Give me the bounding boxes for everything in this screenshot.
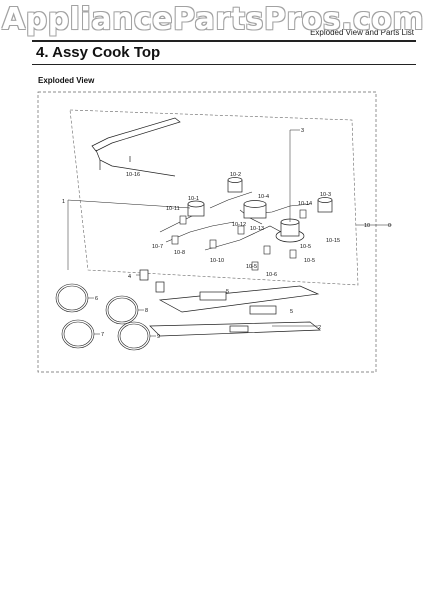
manifold-pipe bbox=[91, 117, 181, 177]
callout-10-12: 10-12 bbox=[232, 222, 246, 228]
coiled-wire-6 bbox=[55, 283, 89, 313]
callout-10-5-c: 10-5 bbox=[246, 264, 257, 270]
coiled-wire-7 bbox=[61, 319, 95, 349]
subheading-exploded-view: Exploded View bbox=[38, 76, 95, 85]
callout-7: 7 bbox=[101, 332, 104, 338]
callout-10-7: 10-7 bbox=[152, 244, 163, 250]
callout-5-top: 5 bbox=[226, 289, 229, 295]
cooktop-bracket-rail bbox=[149, 285, 321, 337]
callout-10-15: 10-15 bbox=[326, 238, 340, 244]
outer-dashed-boundary bbox=[37, 91, 377, 373]
callout-9: 9 bbox=[157, 334, 160, 340]
leader-lines bbox=[67, 129, 392, 337]
fitting-parts bbox=[171, 209, 307, 271]
callout-1: 1 bbox=[62, 199, 65, 205]
main-burner-valve bbox=[275, 218, 305, 243]
coiled-wire-9 bbox=[117, 321, 151, 351]
callout-4: 4 bbox=[128, 274, 131, 280]
callout-10-1: 10-1 bbox=[188, 196, 199, 202]
burner-valve-10-4 bbox=[243, 200, 267, 219]
section-title: 4. Assy Cook Top bbox=[36, 44, 161, 61]
callout-10-2: 10-2 bbox=[230, 172, 241, 178]
clip-part-4 bbox=[139, 269, 165, 293]
callout-10-6: 10-6 bbox=[266, 272, 277, 278]
callout-3: 3 bbox=[301, 128, 304, 134]
callout-10-11: 10-11 bbox=[166, 206, 180, 212]
callout-10-8: 10-8 bbox=[174, 250, 185, 256]
burner-valve-10-2 bbox=[227, 177, 243, 193]
callout-10: 10 bbox=[364, 223, 370, 229]
callout-10-3: 10-3 bbox=[320, 192, 331, 198]
callout-10-4: 10-4 bbox=[258, 194, 269, 200]
inner-dashed-boundary bbox=[69, 109, 359, 286]
callout-5-bottom: 5 bbox=[290, 309, 293, 315]
callout-10-16: 10-16 bbox=[126, 172, 140, 178]
callout-10-13: 10-13 bbox=[250, 226, 264, 232]
callout-2: 2 bbox=[318, 325, 321, 331]
section-rule bbox=[32, 64, 416, 65]
burner-valve-10-3 bbox=[317, 197, 333, 213]
callout-10-10: 10-10 bbox=[210, 258, 224, 264]
coiled-wire-8 bbox=[105, 295, 139, 325]
callout-10-5-b: 10-5 bbox=[300, 244, 311, 250]
header-rule bbox=[32, 40, 416, 42]
burner-valve-10-1 bbox=[187, 200, 205, 217]
header-note: Exploded View and Parts List bbox=[310, 28, 414, 37]
callout-6: 6 bbox=[95, 296, 98, 302]
watermark-logo: AppliancePartsPros.com bbox=[2, 2, 424, 37]
callout-10-14: 10-14 bbox=[298, 201, 312, 207]
callout-0: 0 bbox=[388, 223, 391, 229]
callout-8: 8 bbox=[145, 308, 148, 314]
callout-10-5-a: 10-5 bbox=[304, 258, 315, 264]
